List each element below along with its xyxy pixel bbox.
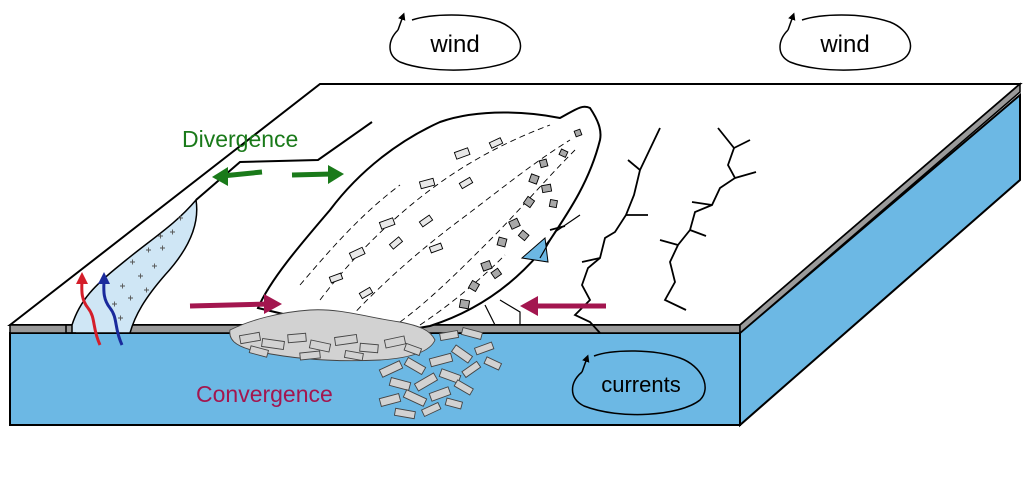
- heat-flux-arrows: [75, 272, 124, 346]
- divergence-label: Divergence: [182, 126, 298, 152]
- ice-edge-side: [739, 82, 1021, 335]
- wind-swirl-icon: [389, 14, 522, 71]
- crack-2: [663, 127, 737, 311]
- wind-left-label: wind: [429, 31, 479, 58]
- divergence-arrows: [212, 165, 344, 186]
- ocean-block: [9, 92, 1021, 428]
- divergence-left-arrow-icon: [221, 169, 263, 179]
- pressure-ridge: [256, 105, 602, 333]
- convergence-left-arrow-icon: [189, 301, 269, 309]
- currents-label: currents: [601, 372, 680, 397]
- lead-ice-crystals: [112, 215, 183, 321]
- ice-keel-rubble: [229, 309, 503, 420]
- warm-flux-arrow-icon: [75, 272, 102, 346]
- wind-swirl-icon: [779, 14, 912, 71]
- divergence-right-arrow-icon: [291, 171, 333, 178]
- wind-left: wind: [389, 12, 522, 71]
- ice-cracks: [549, 127, 757, 334]
- cold-flux-arrow-icon: [97, 272, 124, 346]
- lead-crack-line: [195, 121, 373, 201]
- wind-right-label: wind: [819, 31, 869, 58]
- wind-right: wind: [779, 12, 912, 71]
- ocean-side-face: [739, 92, 1021, 428]
- convergence-label: Convergence: [196, 381, 333, 407]
- current-swirl-icon: [571, 350, 706, 416]
- currents: currents: [571, 350, 706, 416]
- convergence-arrows: [189, 294, 606, 316]
